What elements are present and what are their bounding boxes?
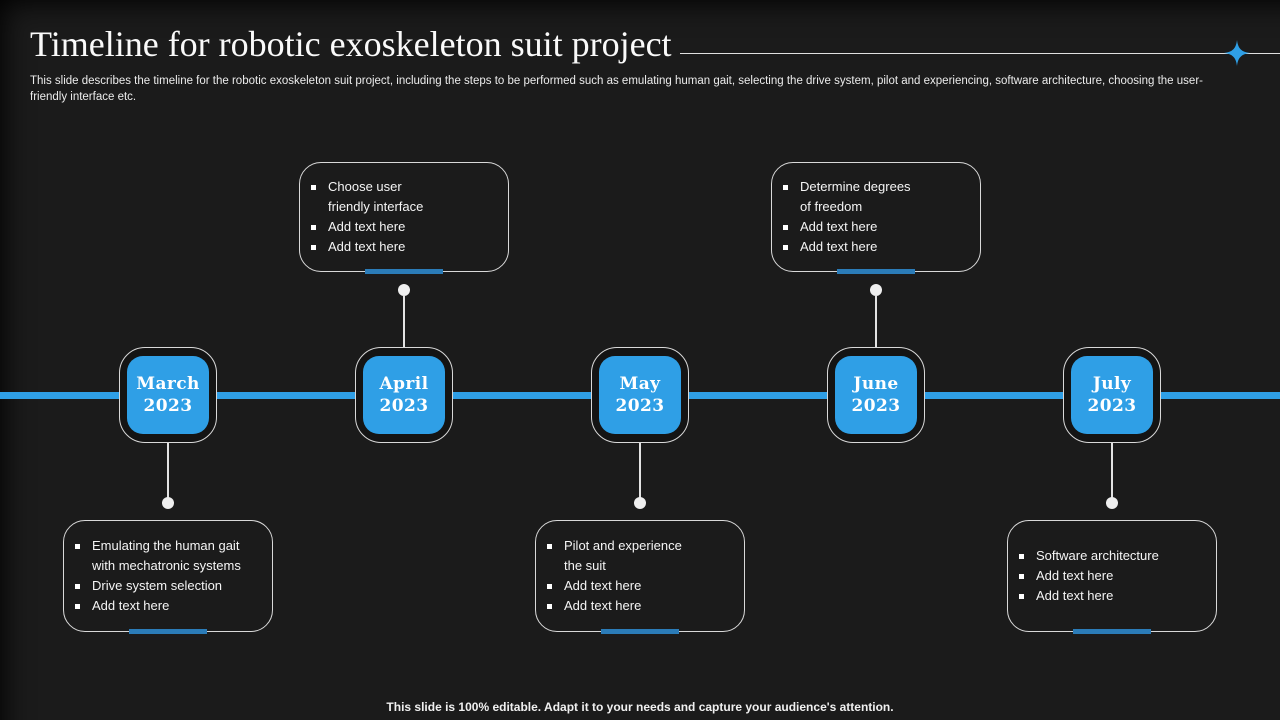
connector-line	[403, 296, 405, 348]
page-title: Timeline for robotic exoskeleton suit pr…	[30, 24, 672, 64]
list-item: Determine degrees of freedom	[776, 177, 911, 217]
connector-dot	[634, 497, 646, 509]
month-label: June	[853, 374, 899, 394]
node-july-label: July 2023	[1071, 356, 1153, 434]
footer-note: This slide is 100% editable. Adapt it to…	[386, 700, 894, 714]
list-item: Choose user friendly interface	[304, 177, 423, 217]
node-june[interactable]: June 2023	[827, 347, 925, 443]
title-row: Timeline for robotic exoskeleton suit pr…	[30, 24, 1280, 66]
list-item: Emulating the human gait with mechatroni…	[68, 536, 241, 576]
connector-line	[167, 443, 169, 498]
year-label: 2023	[615, 396, 665, 416]
callout-april-list: Choose user friendly interface Add text …	[304, 177, 423, 257]
callout-march[interactable]: Emulating the human gait with mechatroni…	[63, 520, 273, 634]
connector-line	[875, 296, 877, 348]
connector-dot	[398, 284, 410, 296]
node-may-label: May 2023	[599, 356, 681, 434]
list-item: Add text here	[776, 217, 911, 237]
year-label: 2023	[379, 396, 429, 416]
node-march[interactable]: March 2023	[119, 347, 217, 443]
list-item: Add text here	[304, 237, 423, 257]
list-item: Add text here	[1012, 586, 1159, 606]
year-label: 2023	[143, 396, 193, 416]
title-rule-line	[679, 40, 1280, 66]
callout-may[interactable]: Pilot and experience the suit Add text h…	[535, 520, 745, 634]
callout-may-list: Pilot and experience the suit Add text h…	[540, 536, 682, 616]
node-march-label: March 2023	[127, 356, 209, 434]
year-label: 2023	[851, 396, 901, 416]
slide-header: Timeline for robotic exoskeleton suit pr…	[30, 24, 1280, 105]
connector-dot	[870, 284, 882, 296]
connector-dot	[1106, 497, 1118, 509]
callout-april[interactable]: Choose user friendly interface Add text …	[299, 162, 509, 274]
node-june-label: June 2023	[835, 356, 917, 434]
slide-description: This slide describes the timeline for th…	[30, 75, 1203, 103]
callout-june[interactable]: Determine degrees of freedom Add text he…	[771, 162, 981, 274]
connector-line	[639, 443, 641, 498]
callout-accent-bar	[365, 269, 443, 274]
callout-june-list: Determine degrees of freedom Add text he…	[776, 177, 911, 257]
connector-dot	[162, 497, 174, 509]
callout-accent-bar	[601, 629, 679, 634]
node-april-label: April 2023	[363, 356, 445, 434]
callout-accent-bar	[129, 629, 207, 634]
list-item: Software architecture	[1012, 546, 1159, 566]
callout-march-list: Emulating the human gait with mechatroni…	[68, 536, 241, 616]
list-item: Add text here	[1012, 566, 1159, 586]
node-may[interactable]: May 2023	[591, 347, 689, 443]
list-item: Add text here	[776, 237, 911, 257]
list-item: Add text here	[540, 596, 682, 616]
connector-line	[1111, 443, 1113, 498]
month-label: May	[619, 374, 661, 394]
callout-july-list: Software architecture Add text here Add …	[1012, 546, 1159, 606]
list-item: Add text here	[304, 217, 423, 237]
month-label: March	[136, 374, 200, 394]
year-label: 2023	[1087, 396, 1137, 416]
list-item: Add text here	[540, 576, 682, 596]
node-july[interactable]: July 2023	[1063, 347, 1161, 443]
node-april[interactable]: April 2023	[355, 347, 453, 443]
callout-accent-bar	[837, 269, 915, 274]
list-item: Add text here	[68, 596, 241, 616]
callout-accent-bar	[1073, 629, 1151, 634]
list-item: Drive system selection	[68, 576, 241, 596]
sparkle-icon	[1224, 40, 1250, 66]
month-label: April	[379, 374, 429, 394]
callout-july[interactable]: Software architecture Add text here Add …	[1007, 520, 1217, 634]
list-item: Pilot and experience the suit	[540, 536, 682, 576]
month-label: July	[1092, 374, 1132, 394]
